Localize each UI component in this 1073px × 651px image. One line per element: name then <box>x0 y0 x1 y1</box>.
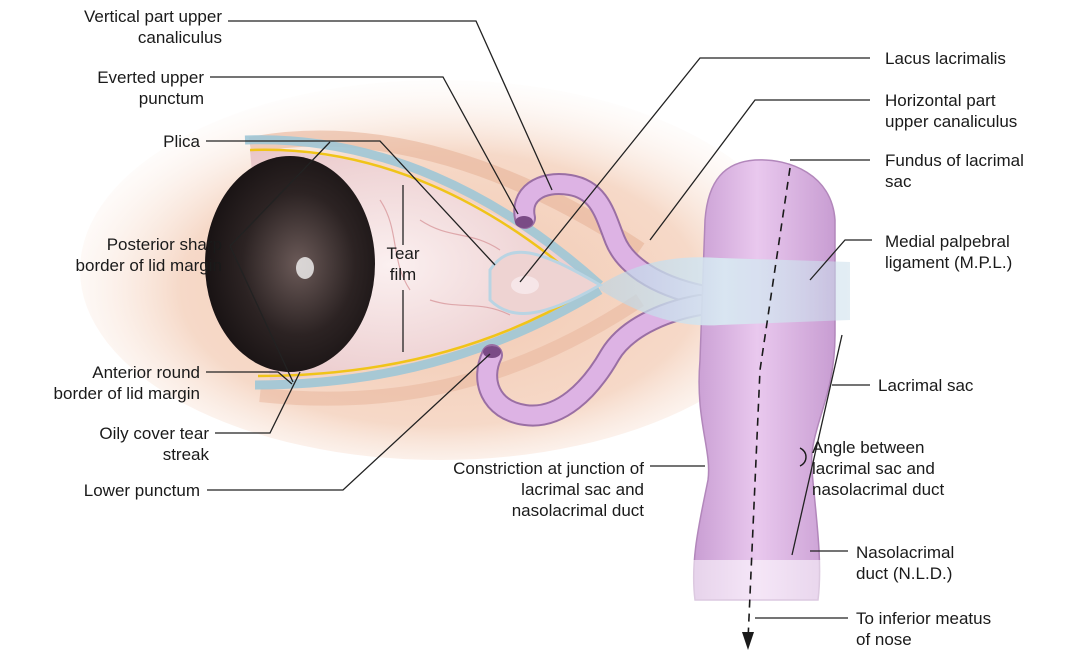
lacrimal-sac <box>694 160 835 600</box>
label-lacrimal-sac: Lacrimal sac <box>878 375 1058 396</box>
iris <box>205 156 375 372</box>
label-inferior-meatus: To inferior meatus of nose <box>856 608 1056 650</box>
duct-fade <box>690 560 830 605</box>
label-everted-upper-punctum: Everted upper punctum <box>10 67 204 109</box>
label-lacus-lacrimalis: Lacus lacrimalis <box>885 48 1065 69</box>
caruncle <box>511 276 539 294</box>
iris-highlight <box>296 257 314 279</box>
drainage-arrowhead <box>742 632 754 650</box>
label-lower-punctum: Lower punctum <box>0 480 200 501</box>
label-medial-palpebral-ligament: Medial palpebral ligament (M.P.L.) <box>885 231 1065 273</box>
label-posterior-sharp-border: Posterior sharp border of lid margin <box>0 234 222 276</box>
label-fundus-lacrimal-sac: Fundus of lacrimal sac <box>885 150 1065 192</box>
label-angle-sac-duct: Angle between lacrimal sac and nasolacri… <box>812 437 1012 500</box>
label-constriction-junction: Constriction at junction of lacrimal sac… <box>400 458 644 521</box>
label-tear-film: Tear film <box>372 243 434 285</box>
label-nasolacrimal-duct: Nasolacrimal duct (N.L.D.) <box>856 542 1036 584</box>
label-plica: Plica <box>10 131 200 152</box>
lower-punctum-opening <box>483 346 501 358</box>
label-oily-cover-tear-streak: Oily cover tear streak <box>0 423 209 465</box>
label-vertical-upper-canaliculus: Vertical part upper canaliculus <box>10 6 222 48</box>
label-horizontal-upper-canaliculus: Horizontal part upper canaliculus <box>885 90 1065 132</box>
upper-punctum <box>515 216 533 228</box>
label-anterior-round-border: Anterior round border of lid margin <box>0 362 200 404</box>
